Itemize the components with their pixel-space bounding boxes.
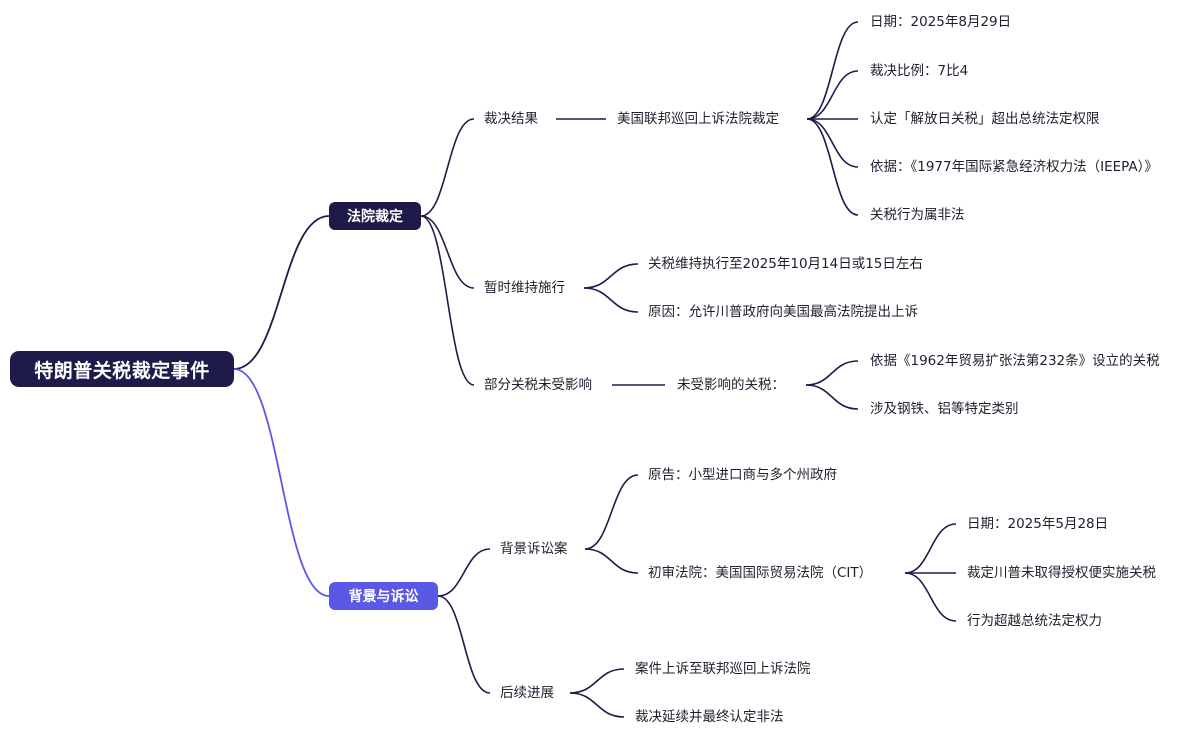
leaf-interim-reason[interactable]: 原因：允许川普政府向美国最高法院提出上诉 (648, 304, 918, 320)
link-unaffected-1 (805, 384, 859, 410)
link-court-item-4 (806, 118, 859, 216)
leaf-ruling-ratio[interactable]: 裁决比例：7比4 (870, 63, 969, 79)
leaf-ruling-illegal[interactable]: 关税行为属非法 (870, 207, 965, 223)
link-b1-ruling (420, 118, 475, 217)
link-court-item-1 (806, 70, 859, 120)
branch-court-ruling[interactable]: 法院裁定 (329, 202, 421, 230)
link-b2-followup (437, 595, 491, 694)
link-b1-unaffected (420, 215, 475, 386)
root-topic[interactable]: 特朗普关税裁定事件 (10, 351, 234, 387)
leaf-ruling-basis[interactable]: 依据：《1977年国际紧急经济权力法（IEEPA）》 (870, 159, 1158, 175)
leaf-ruling-date[interactable]: 日期：2025年8月29日 (870, 14, 1012, 30)
topic-ruling-result[interactable]: 裁决结果 (484, 111, 538, 127)
link-cit-2 (904, 572, 957, 622)
topic-interim[interactable]: 暂时维持施行 (484, 280, 565, 296)
leaf-cit-date[interactable]: 日期：2025年5月28日 (967, 516, 1109, 532)
topic-first-instance-court[interactable]: 初审法院：美国国际贸易法院（CIT） (648, 565, 873, 581)
link-interim-1 (583, 287, 639, 313)
link-court-item-0 (806, 21, 859, 120)
link-bg-plaintiff (584, 474, 639, 550)
link-follow-1 (569, 692, 625, 718)
link-bg-court (584, 548, 639, 574)
leaf-ruling-exceeds-authority[interactable]: 认定「解放日关税」超出总统法定权限 (870, 111, 1100, 127)
leaf-ruling-continued[interactable]: 裁决延续并最终认定非法 (635, 709, 784, 725)
branch-background-litigation[interactable]: 背景与诉讼 (329, 582, 438, 610)
link-unaffected-0 (805, 360, 859, 386)
leaf-plaintiff[interactable]: 原告：小型进口商与多个州政府 (648, 467, 837, 483)
topic-appeals-court[interactable]: 美国联邦巡回上诉法院裁定 (617, 111, 779, 127)
link-root-branch1 (233, 215, 330, 370)
link-follow-0 (569, 668, 625, 694)
link-interim-0 (583, 263, 639, 289)
topic-unaffected-tariffs[interactable]: 未受影响的关税： (677, 377, 785, 393)
link-court-item-3 (806, 118, 859, 168)
leaf-cit-unauthorized[interactable]: 裁定川普未取得授权便实施关税 (967, 565, 1156, 581)
topic-followup[interactable]: 后续进展 (500, 685, 554, 701)
leaf-interim-until[interactable]: 关税维持执行至2025年10月14日或15日左右 (648, 256, 923, 272)
leaf-section-232[interactable]: 依据《1962年贸易扩张法第232条》设立的关税 (870, 353, 1160, 369)
leaf-steel-aluminum[interactable]: 涉及钢铁、铝等特定类别 (870, 401, 1019, 417)
link-b2-background (437, 548, 491, 597)
topic-background-case[interactable]: 背景诉讼案 (500, 541, 568, 557)
link-b1-interim (420, 215, 475, 289)
topic-unaffected[interactable]: 部分关税未受影响 (484, 377, 592, 393)
link-cit-0 (904, 523, 957, 574)
leaf-cit-exceeds-power[interactable]: 行为超越总统法定权力 (967, 613, 1102, 629)
leaf-appeal-to-circuit[interactable]: 案件上诉至联邦巡回上诉法院 (635, 661, 811, 677)
link-root-branch2 (233, 368, 330, 597)
